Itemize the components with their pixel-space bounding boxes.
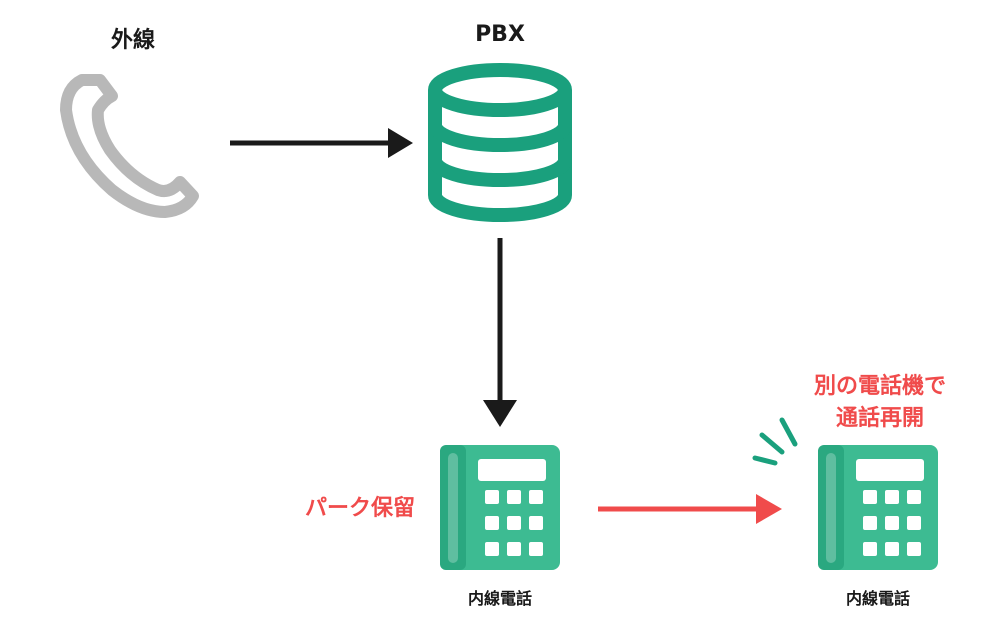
resume-label-line1: 別の電話機で	[813, 374, 946, 399]
database-server-icon	[428, 63, 572, 222]
telephone-handset-icon	[60, 74, 199, 218]
arrow-external-to-pbx	[230, 128, 413, 158]
desk-phone-icon	[440, 445, 560, 570]
resume-label-line2: 通話再開	[835, 406, 924, 431]
desk-phone-icon	[818, 445, 938, 570]
pbx-label: PBX	[475, 22, 525, 47]
arrow-pbx-to-extension	[483, 238, 517, 427]
extension-phone-2-label: 内線電話	[845, 589, 910, 608]
park-hold-label: パーク保留	[304, 496, 415, 521]
extension-phone-1-label: 内線電話	[467, 589, 532, 608]
external-line-label: 外線	[110, 28, 155, 53]
ringing-lines-icon	[752, 417, 798, 466]
arrow-park-to-resume	[598, 494, 782, 524]
